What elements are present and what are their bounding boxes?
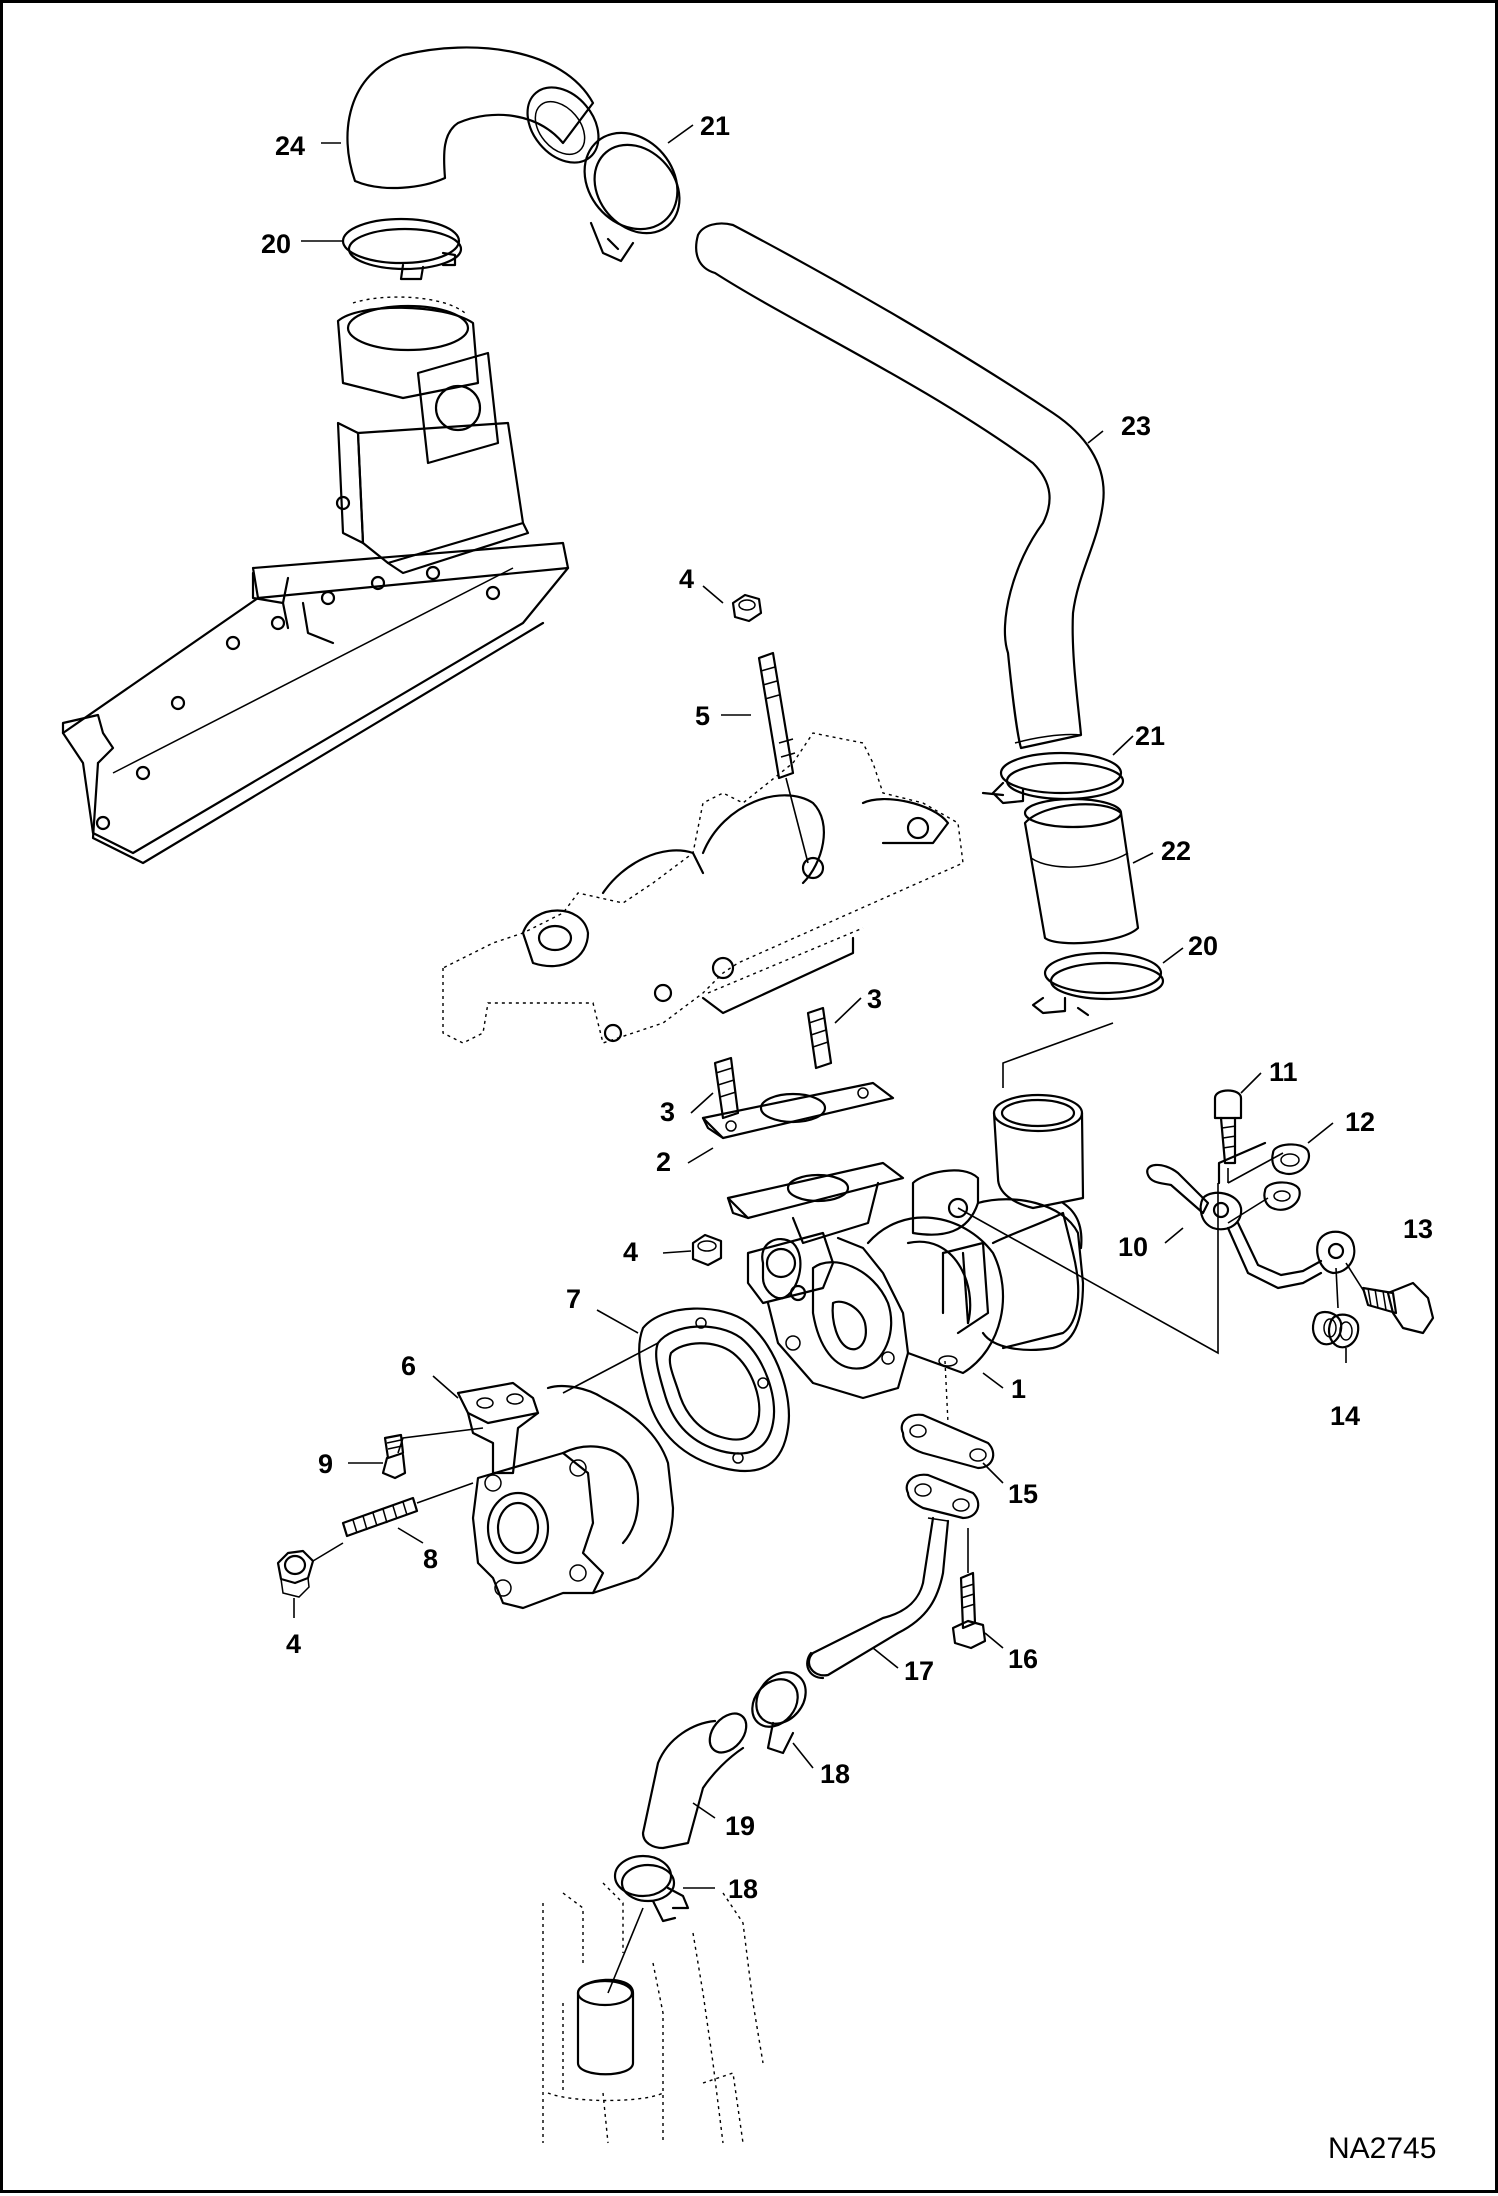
intake-manifold <box>61 296 570 865</box>
callout-9: 9 <box>318 1449 333 1479</box>
callout-10: 10 <box>1118 1232 1148 1262</box>
turbocharger-exploded-view: 24 21 20 23 4 5 21 22 20 3 3 2 11 12 10 … <box>61 46 1436 2165</box>
part-21-clamp-upper <box>583 131 681 263</box>
part-9-bolt <box>381 1433 407 1480</box>
leader-turbo-oil-inlet <box>957 1183 1219 1355</box>
callout-4-middle: 4 <box>623 1237 638 1267</box>
callout-1: 1 <box>1011 1374 1026 1404</box>
part-6-bracket <box>397 1381 540 1475</box>
part-20-clamp-lower <box>1031 951 1165 1017</box>
callout-4-lower: 4 <box>286 1629 301 1659</box>
callout-13: 13 <box>1403 1214 1433 1244</box>
callout-19: 19 <box>725 1811 755 1841</box>
leader-20-lower <box>1002 1022 1114 1088</box>
part-17-oil-drain-pipe <box>806 1516 950 1680</box>
callout-8: 8 <box>423 1544 438 1574</box>
part-10-oil-feed-pipe <box>1146 1141 1356 1290</box>
part-21-clamp-lower <box>981 751 1125 805</box>
callout-17: 17 <box>904 1656 934 1686</box>
part-22-coupler <box>1023 797 1140 945</box>
part-20-clamp-upper <box>341 217 463 281</box>
part-1-turbocharger <box>726 1093 1085 1400</box>
callout-12: 12 <box>1345 1107 1375 1137</box>
part-11-banjo-bolt <box>1213 1089 1243 1183</box>
callout-24: 24 <box>275 131 305 161</box>
callout-7: 7 <box>566 1284 581 1314</box>
exhaust-elbow-flange <box>471 1342 675 1610</box>
callout-14: 14 <box>1330 1401 1360 1431</box>
part-23-hose <box>695 222 1105 750</box>
callout-leaders <box>293 124 1347 1889</box>
part-2-gasket <box>701 1081 895 1140</box>
callout-6: 6 <box>401 1351 416 1381</box>
part-18-clamp-upper <box>751 1671 807 1755</box>
callout-15: 15 <box>1008 1479 1038 1509</box>
callout-23: 23 <box>1121 411 1151 441</box>
leader-drain-to-block <box>607 1907 644 1994</box>
part-3-stud-left <box>713 1056 740 1120</box>
part-15-gaskets <box>900 1360 995 1520</box>
part-5-stud <box>757 651 809 864</box>
part-18-clamp-lower <box>613 1854 690 1923</box>
part-4-nut-lower <box>276 1542 344 1598</box>
part-4-nut-middle <box>691 1233 723 1267</box>
part-19-hose <box>641 1712 748 1850</box>
callout-5: 5 <box>695 701 710 731</box>
callout-18-lower: 18 <box>728 1874 758 1904</box>
part-8-stud <box>341 1482 474 1538</box>
callout-21-upper: 21 <box>700 111 730 141</box>
callout-3-right: 3 <box>867 984 882 1014</box>
part-24-elbow-hose <box>346 46 600 190</box>
callout-20-lower: 20 <box>1188 931 1218 961</box>
part-12-sealing-washers <box>1227 1143 1311 1224</box>
part-7-gasket <box>638 1307 790 1473</box>
callout-20-upper: 20 <box>261 229 291 259</box>
part-4-nut-top <box>731 593 763 623</box>
part-14-sealing-washers <box>1311 1267 1360 1349</box>
callout-21-lower: 21 <box>1135 721 1165 751</box>
callout-11: 11 <box>1269 1057 1298 1087</box>
callout-labels: 24 21 20 23 4 5 21 22 20 3 3 2 11 12 10 … <box>261 111 1433 1904</box>
part-3-stud-right <box>806 1006 833 1070</box>
callout-4-top: 4 <box>679 564 694 594</box>
callout-18-upper: 18 <box>820 1759 850 1789</box>
part-13-banjo-bolt <box>1345 1262 1435 1335</box>
callout-2: 2 <box>656 1147 671 1177</box>
callout-16: 16 <box>1008 1644 1038 1674</box>
callout-3-left: 3 <box>660 1097 675 1127</box>
exhaust-manifold <box>442 732 964 1044</box>
part-16-bolt <box>951 1528 987 1650</box>
figure-id: NA2745 <box>1328 2132 1436 2165</box>
engine-block <box>542 1882 764 2144</box>
callout-22: 22 <box>1161 836 1191 866</box>
